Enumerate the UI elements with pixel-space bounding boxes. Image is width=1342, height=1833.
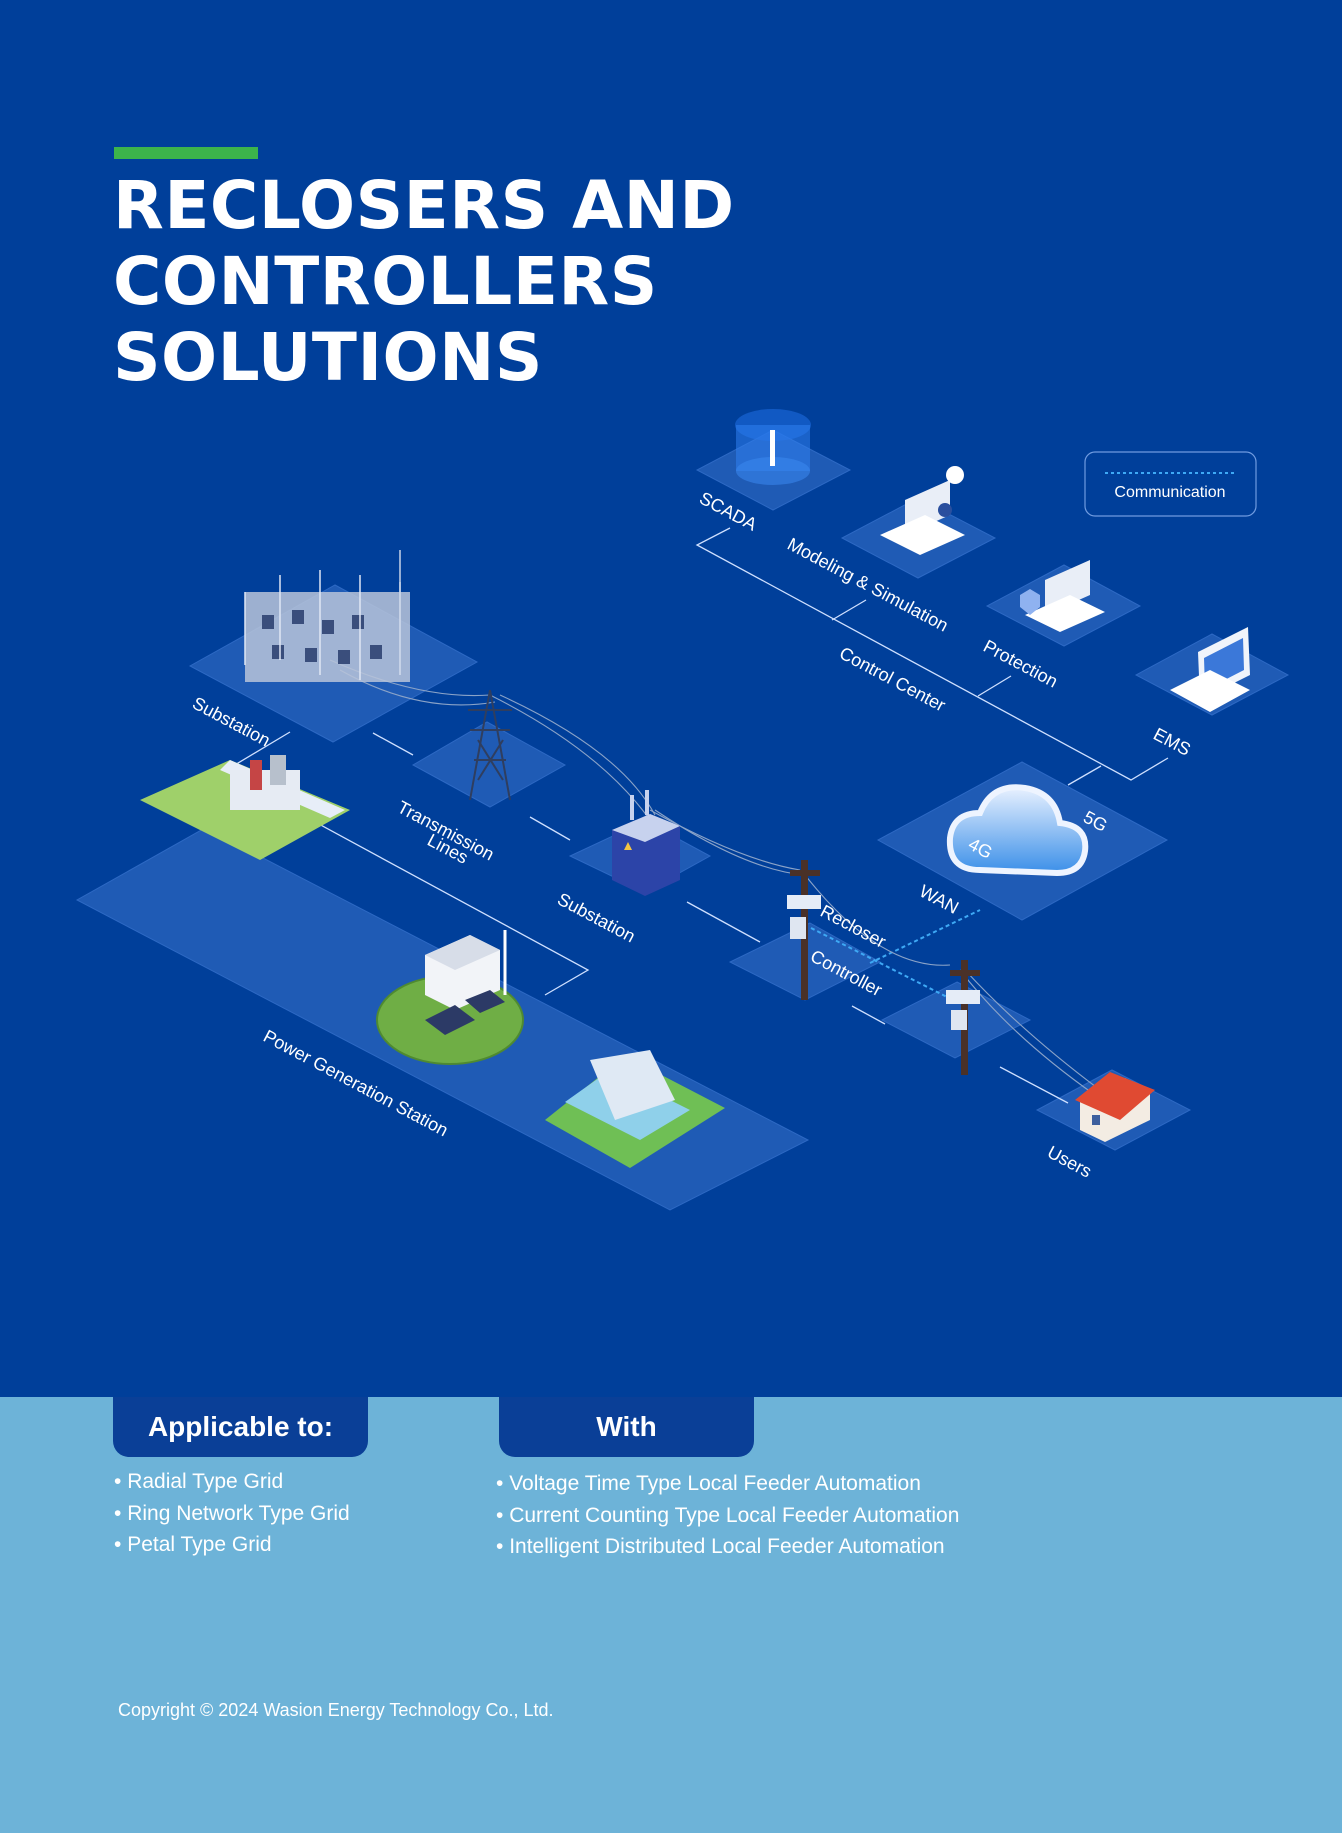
substation-left-icon xyxy=(244,550,410,682)
title-line-1: RECLOSERS AND CONTROLLERS xyxy=(113,167,735,320)
label-ems: EMS xyxy=(1150,724,1194,760)
page-title: RECLOSERS AND CONTROLLERS SOLUTIONS xyxy=(113,168,1263,396)
grid-diagram: Communication xyxy=(75,409,1290,1211)
scada-display-icon xyxy=(735,409,811,485)
cloud-icon xyxy=(946,784,1089,877)
label-control-center: Control Center xyxy=(836,643,949,716)
house-icon xyxy=(1075,1072,1155,1142)
modeling-laptop-icon xyxy=(880,466,965,555)
list-item: Radial Type Grid xyxy=(114,1466,350,1498)
list-item: Current Counting Type Local Feeder Autom… xyxy=(496,1500,959,1532)
transmission-platform xyxy=(411,721,567,808)
hydro-station-icon xyxy=(545,1050,725,1168)
with-list: Voltage Time Type Local Feeder Automatio… xyxy=(496,1468,959,1563)
power-plant-icon xyxy=(140,755,350,860)
label-wan: WAN xyxy=(916,881,962,918)
recloser-pole-2 xyxy=(946,960,980,1075)
communication-lines xyxy=(810,909,981,998)
title-line-2: SOLUTIONS xyxy=(113,319,543,396)
list-item: Ring Network Type Grid xyxy=(114,1498,350,1530)
list-item: Voltage Time Type Local Feeder Automatio… xyxy=(496,1468,959,1500)
connector-lines xyxy=(221,527,1169,1104)
with-heading: With xyxy=(499,1397,754,1457)
copyright-text: Copyright © 2024 Wasion Energy Technolog… xyxy=(118,1700,554,1720)
transformer-icon xyxy=(612,790,680,896)
list-item: Intelligent Distributed Local Feeder Aut… xyxy=(496,1531,959,1563)
info-panel: Applicable to: With Radial Type Grid Rin… xyxy=(0,1397,1342,1833)
label-protection: Protection xyxy=(980,636,1061,692)
title-accent-bar xyxy=(114,147,258,159)
renewable-station-icon xyxy=(376,930,524,1065)
legend-box: Communication xyxy=(1084,451,1257,517)
ems-laptop-icon xyxy=(1170,627,1250,712)
applicable-heading: Applicable to: xyxy=(113,1397,368,1457)
transmission-tower-icon xyxy=(468,689,512,801)
legend-label: Communication xyxy=(1114,484,1225,501)
recloser-pole-1 xyxy=(787,860,821,1000)
list-item: Petal Type Grid xyxy=(114,1529,350,1561)
protection-laptop-icon xyxy=(1020,560,1105,632)
applicable-list: Radial Type Grid Ring Network Type Grid … xyxy=(114,1466,350,1561)
label-users: Users xyxy=(1044,1142,1095,1182)
label-substation-mid: Substation xyxy=(554,889,638,947)
